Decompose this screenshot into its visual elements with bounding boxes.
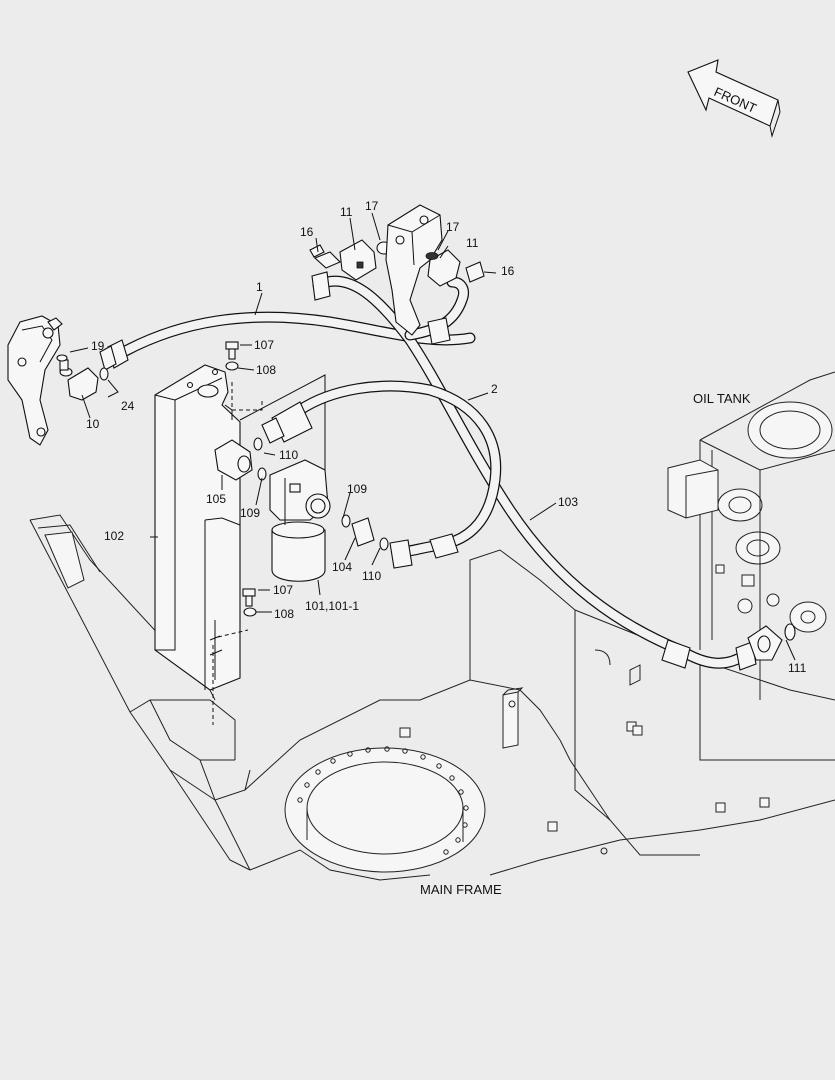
callout-102: 102 xyxy=(104,529,124,543)
callout-11-left: 11 xyxy=(340,205,353,219)
fitting-105 xyxy=(214,439,253,481)
callout-16-right: 16 xyxy=(501,264,515,278)
turntable-bolt-holes xyxy=(297,746,469,855)
adapter-10 xyxy=(59,359,99,401)
callout-11-right: 11 xyxy=(466,236,479,250)
main-frame-label: MAIN FRAME xyxy=(420,882,502,897)
callout-103: 103 xyxy=(558,495,578,509)
filter-assembly-101 xyxy=(269,459,331,582)
callout-16-left: 16 xyxy=(300,225,314,239)
callout-2: 2 xyxy=(491,382,498,396)
o-ring-19 xyxy=(56,354,68,362)
callout-17-right: 17 xyxy=(446,220,460,234)
callout-17-left: 17 xyxy=(365,199,379,213)
callout-10: 10 xyxy=(86,417,100,431)
bolt-107-bottom xyxy=(242,588,256,607)
hose-1 xyxy=(99,311,476,371)
callout-109-right: 109 xyxy=(347,482,367,496)
callout-24: 24 xyxy=(121,399,135,413)
washer-108-top xyxy=(225,361,239,371)
o-ring-110-left xyxy=(253,437,263,451)
callout-108-bottom: 108 xyxy=(274,607,294,621)
callout-107-top: 107 xyxy=(254,338,274,352)
leader-lines xyxy=(69,212,796,661)
right-top-bracket xyxy=(385,204,485,336)
callout-111: 111 xyxy=(788,661,807,675)
frame-small-blocks xyxy=(399,700,770,855)
callout-101: 101,101-1 xyxy=(305,599,359,613)
callout-110-right: 110 xyxy=(362,569,381,583)
washer-108-bottom xyxy=(243,607,257,617)
callout-19: 19 xyxy=(91,339,105,353)
main-frame-structure xyxy=(29,514,835,881)
hose-2 xyxy=(261,380,502,569)
hose-top-right xyxy=(404,276,470,345)
callout-labels: 1 2 10 11 11 16 16 17 17 19 24 101,101-1… xyxy=(86,199,807,675)
callout-104: 104 xyxy=(332,560,352,574)
oil-tank-label: OIL TANK xyxy=(693,391,751,406)
callout-107-bottom: 107 xyxy=(273,583,293,597)
flange-111 xyxy=(747,623,796,661)
callout-109-left: 109 xyxy=(240,506,260,520)
oil-tank-structure xyxy=(667,371,835,700)
filter-bracket-102 xyxy=(154,364,326,725)
left-mounting-bracket xyxy=(7,315,63,446)
callout-1: 1 xyxy=(256,280,263,294)
front-direction-arrow: FRONT xyxy=(687,59,781,138)
callout-108-top: 108 xyxy=(256,363,276,377)
fitting-104 xyxy=(341,514,389,551)
bolt-107-top xyxy=(225,341,239,360)
callout-105: 105 xyxy=(206,492,226,506)
callout-110-left: 110 xyxy=(279,448,298,462)
o-ring-24 xyxy=(99,367,109,381)
hose-103 xyxy=(311,271,757,671)
